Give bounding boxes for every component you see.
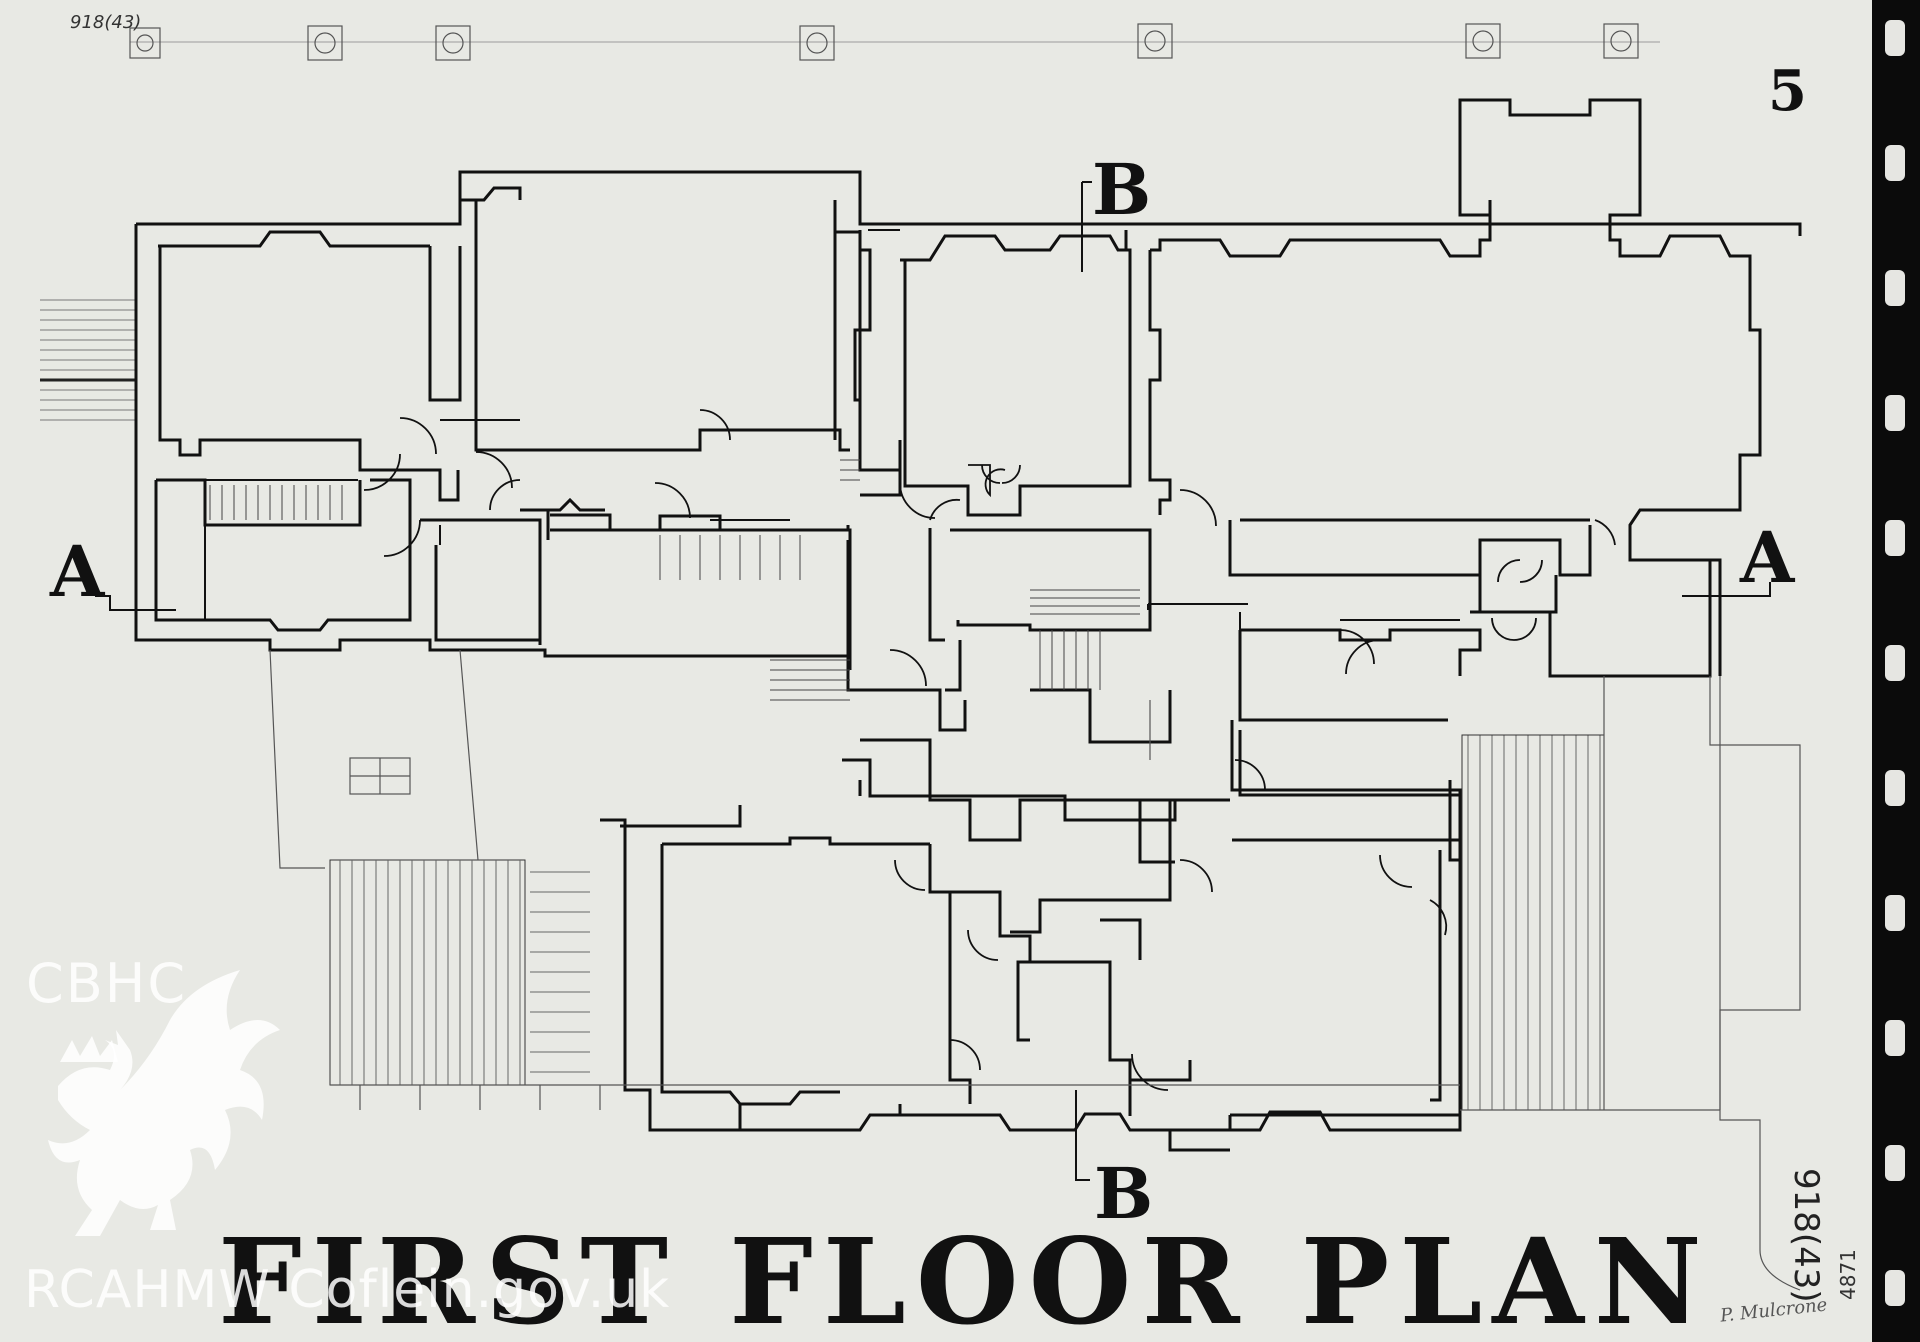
watermark-logo-text: CBHC [26, 952, 188, 1015]
section-line-a-right [1682, 582, 1771, 597]
section-label-b-bottom: B [1094, 1152, 1154, 1235]
walls [134, 98, 1802, 1152]
film-perforation [1885, 1145, 1905, 1181]
section-lines [95, 181, 1771, 1181]
film-perforation [1885, 395, 1905, 431]
section-line-b-bottom [1075, 1090, 1090, 1181]
door-swings [363, 409, 1616, 1091]
drawing-title: FIRST FLOOR PLAN [218, 1212, 1712, 1342]
sheet-number: 5 [1768, 58, 1807, 124]
film-perforation [1885, 270, 1905, 306]
film-perforation [1885, 20, 1905, 56]
section-line-a-left [95, 595, 176, 611]
film-perforation [1885, 1020, 1905, 1056]
film-perforation [1885, 520, 1905, 556]
section-label-b-top: B [1092, 148, 1152, 231]
site-outline [269, 649, 1801, 1291]
section-label-a-left: A [50, 530, 105, 613]
hatched-terrace-left [40, 299, 135, 421]
watermark-footer-text: RCAHMW Coflein.gov.uk [24, 1260, 671, 1320]
partitions [204, 229, 1460, 630]
stairs [209, 459, 1140, 701]
film-perforation [1885, 1270, 1905, 1306]
film-perforation [1885, 145, 1905, 181]
film-perforation [1885, 770, 1905, 806]
reference-number-bottom: 4871 [1836, 1249, 1860, 1300]
top-elevation-strip [129, 23, 1660, 61]
film-strip-edge [1872, 0, 1920, 1342]
film-perforation [1885, 895, 1905, 931]
welsh-dragon-icon [48, 970, 280, 1236]
film-perforation [1885, 645, 1905, 681]
reference-number-side: 918(43) [1786, 1168, 1826, 1303]
reference-number-top: 918(43) [70, 12, 142, 33]
section-label-a-right: A [1740, 516, 1795, 599]
